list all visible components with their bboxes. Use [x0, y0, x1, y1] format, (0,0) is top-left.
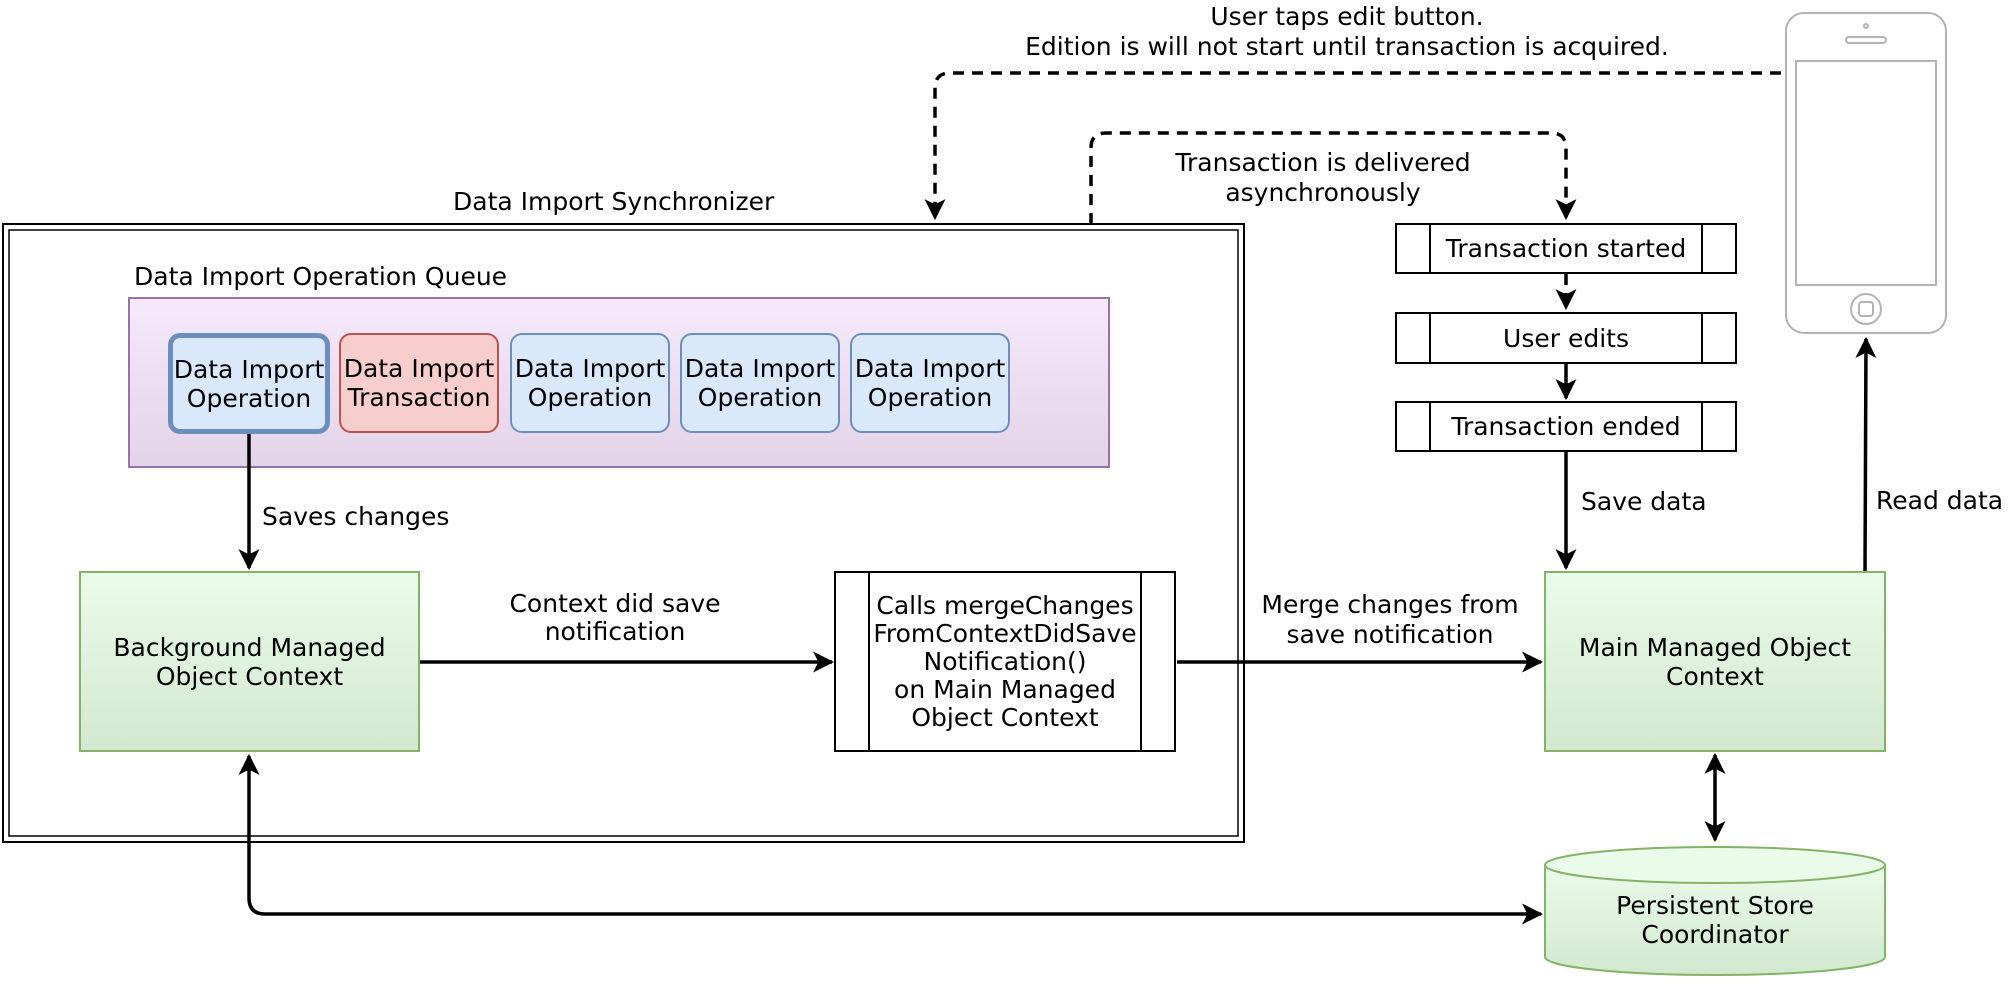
merge-changes-label: Merge changes from save notification: [1261, 590, 1519, 649]
queue-item-transaction: Data Import Transaction: [339, 333, 499, 433]
read-data-label: Read data: [1876, 486, 2004, 515]
context-did-save-label: Context did save notification: [509, 589, 721, 646]
queue-title: Data Import Operation Queue: [134, 262, 508, 291]
persistent-store-label: Persistent Store Coordinator: [1616, 891, 1814, 949]
saves-changes-label: Saves changes: [262, 502, 450, 531]
save-data-label: Save data: [1581, 487, 1707, 516]
transaction-started-step: Transaction started: [1395, 223, 1737, 274]
synchronizer-title: Data Import Synchronizer: [453, 187, 775, 216]
transaction-delivered-arrow: [1089, 131, 1577, 224]
background-store-arrow: [238, 753, 1544, 925]
queue-item-operation-3: Data Import Operation: [680, 333, 840, 433]
background-context-node: Background Managed Object Context: [79, 571, 420, 752]
main-context-node: Main Managed Object Context: [1544, 571, 1886, 752]
queue-item-operation-4: Data Import Operation: [850, 333, 1010, 433]
user-edits-step: User edits: [1395, 312, 1737, 364]
read-data-arrow: [1855, 336, 1877, 574]
smartphone-icon: [1785, 12, 1947, 334]
queue-item-operation-2: Data Import Operation: [510, 333, 670, 433]
queue-item-operation-1: Data Import Operation: [168, 333, 330, 434]
persistent-store-cylinder: [1544, 846, 1886, 976]
user-taps-arrow: [924, 71, 1781, 221]
transaction-ended-step: Transaction ended: [1395, 401, 1737, 452]
transaction-delivered-label: Transaction is delivered asynchronously: [1175, 148, 1471, 207]
user-taps-label: User taps edit button. Edition is will n…: [1025, 2, 1669, 61]
merge-call-process: Calls mergeChanges FromContextDidSave No…: [834, 571, 1176, 752]
